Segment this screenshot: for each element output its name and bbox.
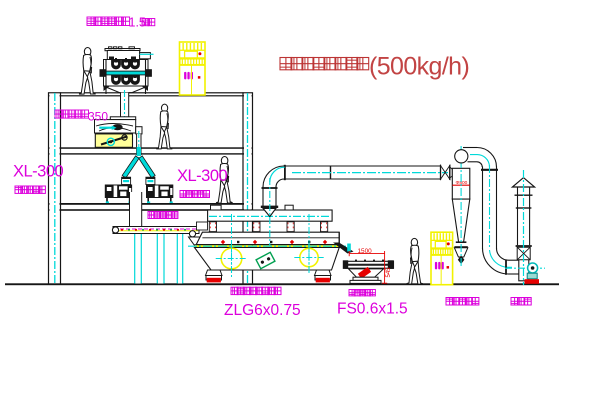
svg-text:FS0.6x1.5: FS0.6x1.5 — [337, 301, 408, 318]
svg-text:1500: 1500 — [358, 248, 373, 255]
svg-text:Φ800: Φ800 — [456, 180, 468, 186]
svg-text:545: 545 — [386, 267, 392, 278]
svg-text:(500kg/h): (500kg/h) — [369, 53, 469, 81]
svg-text:350: 350 — [88, 110, 108, 124]
svg-text:XL-300: XL-300 — [13, 163, 64, 181]
svg-text:ZLG6x0.75: ZLG6x0.75 — [224, 302, 301, 319]
svg-text:XL-300: XL-300 — [177, 167, 228, 185]
